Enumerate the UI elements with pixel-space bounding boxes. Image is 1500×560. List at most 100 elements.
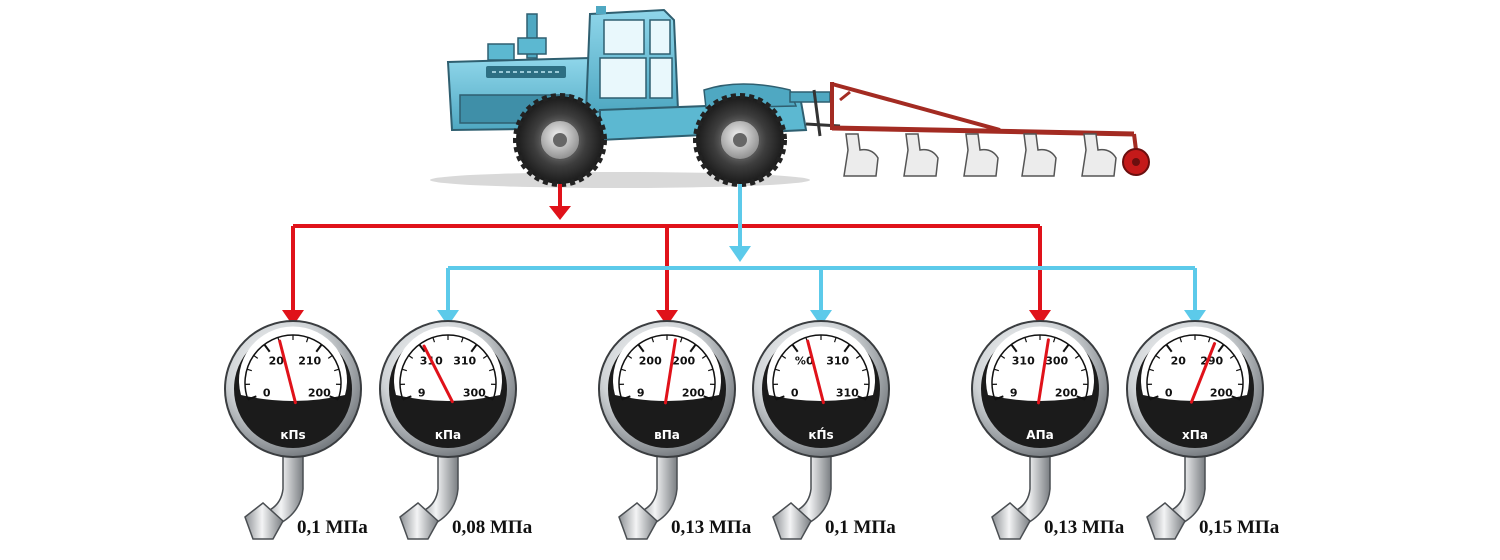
gauge-tick — [489, 368, 495, 372]
gauge-tick — [1236, 368, 1242, 372]
pressure-value-label: 0,08 МПа — [452, 517, 533, 538]
gauge-tick — [791, 343, 799, 353]
gauge-tick-label: 200 — [1210, 387, 1233, 400]
gauge-tick — [1062, 343, 1070, 353]
gauge-tick — [315, 343, 323, 353]
gauge-tick — [1231, 395, 1241, 401]
gauge-tick — [327, 354, 333, 359]
gauge-tick-label: 200 — [639, 355, 662, 368]
gauge-tick — [993, 368, 999, 372]
gauge-tick — [432, 337, 436, 343]
gauge-tick — [620, 368, 626, 372]
gauge-scale-arc — [991, 334, 1089, 400]
gauge-tick — [1207, 337, 1211, 343]
gauge-tick-label: 200 — [308, 387, 331, 400]
gauge-tick-label: 210 — [298, 355, 321, 368]
gauge-scale-arc — [399, 334, 497, 400]
gauge-tick — [408, 354, 414, 359]
gauge-tick — [621, 395, 631, 401]
gauge-tick — [1024, 337, 1028, 343]
gauge-tick — [857, 395, 867, 401]
gauge-unit-label: АПа — [1026, 428, 1053, 442]
gauge-needle — [278, 339, 297, 405]
gauge-tick-label: 200 — [682, 387, 705, 400]
gauge-tick — [703, 395, 713, 401]
gauge-tick — [994, 395, 1004, 401]
gauge-tick-label: 310 — [453, 355, 476, 368]
gauge-tick — [1052, 337, 1056, 343]
gauge-tick — [627, 354, 633, 359]
gauge-tick — [1217, 343, 1225, 353]
valve-chuck-icon — [399, 502, 439, 540]
front-wheel — [513, 93, 607, 187]
gauge-tick — [1179, 337, 1183, 343]
gauge-needle — [1189, 342, 1217, 404]
gauge-tick-label: 300 — [463, 387, 486, 400]
gauge-tick — [1148, 368, 1154, 372]
gauge-tick-label: 0 — [1165, 387, 1173, 400]
gauge-tick — [651, 337, 655, 343]
gauge-tick — [1081, 368, 1087, 372]
gauge-tick — [401, 368, 407, 372]
gauge-tick-label: 310 — [1012, 355, 1035, 368]
gauge-tick-label: 200 — [1055, 387, 1078, 400]
pressure-value-label: 0,15 МПа — [1199, 517, 1280, 538]
valve-chuck-icon — [991, 502, 1031, 540]
plough-illustration — [830, 82, 1150, 177]
gauge-tick — [402, 395, 412, 401]
gauge-tick — [1074, 354, 1080, 359]
gauge-scale-arc — [618, 334, 716, 400]
gauge-tick-label: %0 — [795, 355, 814, 368]
gauge-tick — [484, 395, 494, 401]
gauge-tick-label: 310 — [826, 355, 849, 368]
gauge-tick-label: 0 — [791, 387, 799, 400]
gauge-tick-label: 300 — [1045, 355, 1068, 368]
gauge-tick — [263, 343, 271, 353]
gauge-unit-label: хПа — [1182, 428, 1208, 442]
gauge-tick — [1229, 354, 1235, 359]
gauge-tick — [855, 354, 861, 359]
pressure-value-label: 0,1 МПа — [825, 517, 896, 538]
gauge-tick — [247, 395, 257, 401]
gauge-unit-label: вПа — [654, 428, 680, 442]
gauge-tick — [1165, 343, 1173, 353]
gauge-tick — [1155, 354, 1161, 359]
pressure-gauge: 0 %0 310 310 кП́s 0,1 МПа — [752, 320, 896, 540]
gauge-tick — [329, 395, 339, 401]
gauge-unit-label: кП́s — [808, 426, 833, 442]
gauge-tick — [1000, 354, 1006, 359]
pressure-value-label: 0,13 МПа — [1044, 517, 1125, 538]
rear-wheel — [693, 93, 787, 187]
gauge-tick — [1076, 395, 1086, 401]
pressure-value-label: 0,1 МПа — [297, 517, 368, 538]
gauge-scale-arc — [244, 334, 342, 400]
gauge-scale-arc — [772, 334, 870, 400]
front-axle-pressure-lines — [282, 184, 1051, 326]
gauge-tick-label: 310 — [836, 387, 859, 400]
gauge-tick — [701, 354, 707, 359]
gauge-tick — [708, 368, 714, 372]
gauge-scale-arc — [1146, 334, 1244, 400]
pressure-value-label: 0,13 МПа — [671, 517, 752, 538]
gauge-tick — [482, 354, 488, 359]
gauge-tick — [1149, 395, 1159, 401]
gauge-tick — [470, 343, 478, 353]
gauge-tick — [781, 354, 787, 359]
gauge-tick — [460, 337, 464, 343]
valve-chuck-icon — [772, 502, 812, 540]
gauge-tick-label: 200 — [672, 355, 695, 368]
pressure-gauge: 9310310300кПа0,08 МПа — [379, 320, 533, 540]
gauge-tick — [418, 343, 426, 353]
gauge-unit-label: кПа — [435, 428, 461, 442]
gauge-tick — [246, 368, 252, 372]
gauge-tick-label: 290 — [1200, 355, 1223, 368]
gauge-needle — [1036, 338, 1050, 405]
gauge-tick — [679, 337, 683, 343]
gauge-tick — [1010, 343, 1018, 353]
gauge-tick — [689, 343, 697, 353]
